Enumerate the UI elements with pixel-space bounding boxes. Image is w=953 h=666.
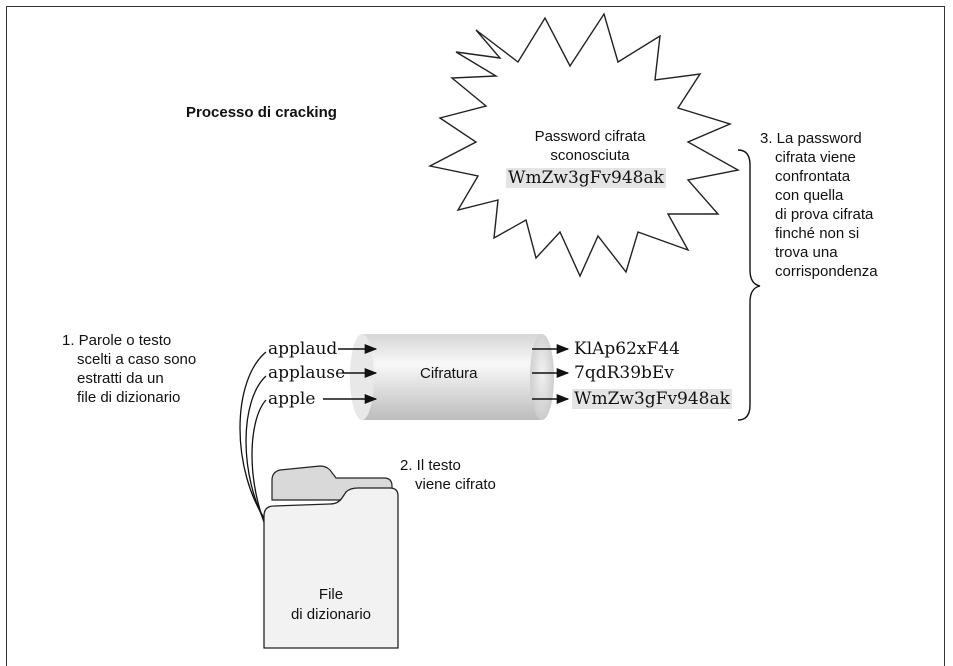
step3-line: con quella [775, 187, 844, 204]
diagram-title: Processo di cracking [186, 104, 337, 121]
output-hash-1: KlAp62xF44 [574, 339, 680, 359]
cylinder-label: Cifratura [420, 365, 478, 382]
step1-line: scelti a caso sono [77, 351, 197, 368]
word-apple: apple [268, 389, 316, 409]
step2-line: viene cifrato [415, 476, 496, 493]
cylinder-body [362, 334, 542, 420]
cylinder-cap-right [530, 334, 554, 420]
folder-label-line1: File [318, 586, 344, 603]
bracket-brace [737, 149, 761, 421]
step3-line: cifrata viene [775, 149, 856, 166]
folder-icon [263, 487, 399, 649]
step1-line: file di dizionario [77, 389, 181, 406]
starburst-line2: sconosciuta [550, 147, 630, 164]
step3-line: corrispondenza [775, 263, 878, 280]
unknown-hash: WmZw3gFv948ak [506, 168, 666, 188]
starburst-shape [427, 12, 740, 278]
cylinder-cap-left [350, 334, 374, 420]
step2-line: 2. Il testo [400, 457, 461, 474]
step3-line: di prova cifrata [775, 206, 874, 223]
step3-line: finché non si [775, 225, 860, 242]
folder-label-line2: di dizionario [290, 606, 372, 623]
starburst-line1: Password cifrata [534, 128, 646, 145]
step3-line: trova una [775, 244, 838, 261]
output-hash-2: 7qdR39bEv [574, 363, 674, 383]
step3-line: confrontata [775, 168, 851, 185]
curve-apple [251, 399, 269, 533]
word-applaud: applaud [268, 339, 338, 359]
step1-line: estratti da un [77, 370, 164, 387]
curve-applause [245, 375, 269, 529]
step1-line: 1. Parole o testo [62, 332, 172, 349]
output-hash-3: WmZw3gFv948ak [572, 389, 732, 409]
word-applause: applause [268, 363, 346, 383]
figure-frame [6, 6, 945, 666]
step3-line: 3. La password [760, 130, 862, 147]
